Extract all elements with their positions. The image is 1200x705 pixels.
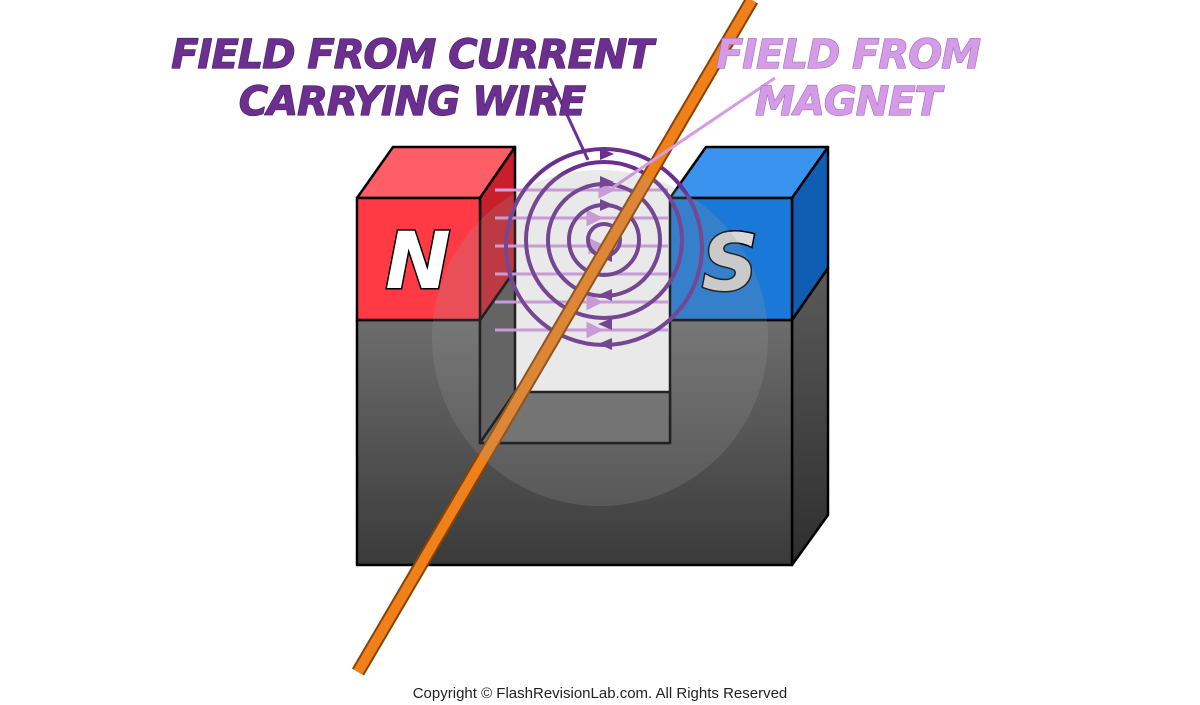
magnet-field-line [495, 209, 668, 227]
wire-field-leader-line [548, 77, 590, 161]
south-pole-label: S [702, 219, 758, 309]
wire-field-arrow [600, 199, 614, 211]
magnet-field-label-line2: MAGNET [755, 79, 944, 125]
wire-field-arrow [598, 338, 612, 350]
magnet-field-leader-line [611, 76, 776, 190]
magnet-field-line [495, 321, 668, 339]
wire-field-arrow [600, 176, 614, 188]
wire-field-label-line1: FIELD FROM CURRENT [171, 32, 656, 78]
magnet-field-label-line1: FIELD FROM [716, 32, 980, 78]
wire-field-label-line2: CARRYING WIRE [239, 79, 586, 125]
wire-field-ring-4 [524, 160, 684, 320]
copyright-notice: Copyright © FlashRevisionLab.com. All Ri… [413, 685, 788, 702]
horseshoe-magnet [355, 266, 830, 567]
south-pole-front [668, 196, 794, 322]
north-pole-label: N [385, 217, 450, 307]
wire-field-arrow [598, 289, 612, 301]
wire-field-arrow [598, 318, 612, 330]
watermark [432, 170, 768, 506]
magnet-gap-floor [478, 390, 672, 445]
wire-field-arrow [600, 148, 614, 160]
north-pole-front [355, 196, 482, 322]
south-pole-block: S [668, 145, 830, 322]
current-carrying-wire [351, 0, 759, 676]
